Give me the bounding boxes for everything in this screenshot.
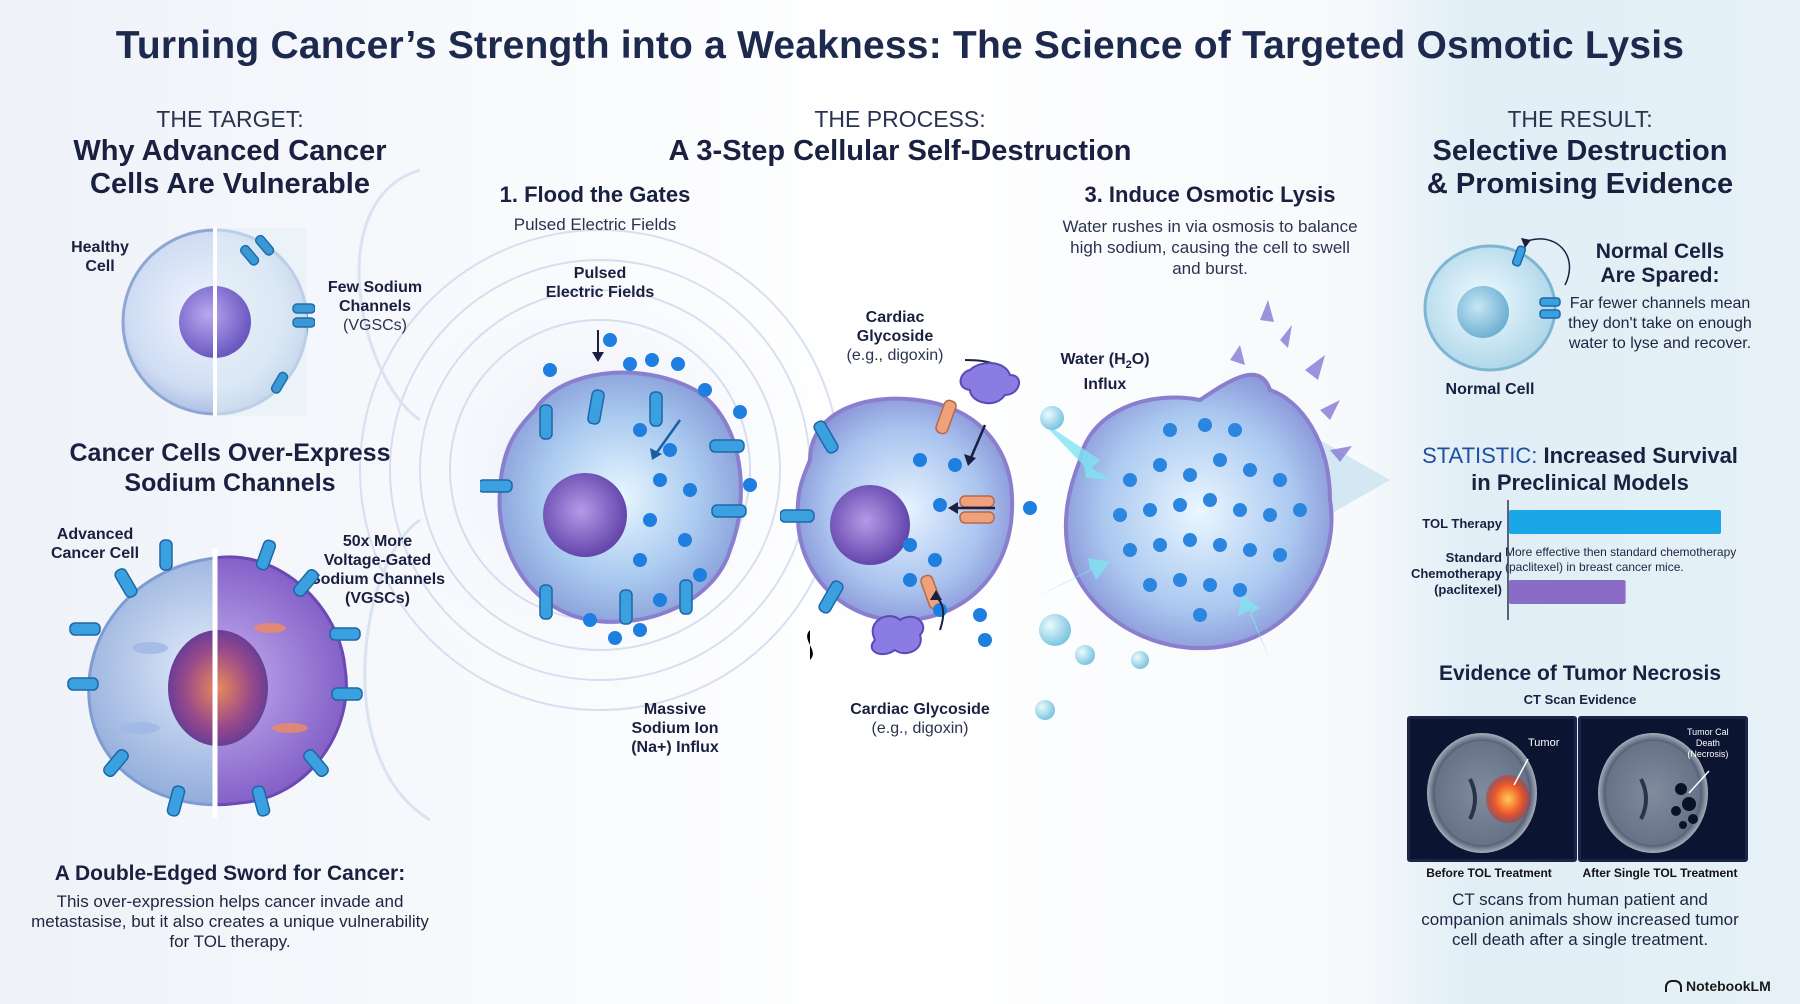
step1-cell-diagram xyxy=(480,330,757,645)
normal-spared-body: Far fewer channels mean they don't take … xyxy=(1568,295,1752,352)
water-label-a: Water (H xyxy=(1060,351,1126,368)
glyco-top-sub: (e.g., digoxin) xyxy=(846,347,944,364)
water-label-subscript: 2 xyxy=(1125,359,1132,372)
ct-death-label: Tumor Cal Death (Necrosis) xyxy=(1687,727,1729,759)
result-kicker: THE RESULT: xyxy=(1507,106,1653,132)
target-kicker: THE TARGET: xyxy=(156,106,304,132)
cancer-cell-diagram xyxy=(67,539,363,818)
sword-heading: A Double-Edged Sword for Cancer: xyxy=(54,862,406,885)
glyco-bottom-callout: Cardiac Glycoside (e.g., digoxin) xyxy=(830,700,1010,738)
page-title: Turning Cancer’s Strength into a Weaknes… xyxy=(115,24,1685,67)
normal-cell-label: Normal Cell xyxy=(1445,381,1535,398)
normal-spared-heading: Normal Cells Are Spared: xyxy=(1560,240,1760,288)
few-channels-sub: (VGSCs) xyxy=(343,317,407,334)
few-channels-label: Few Sodium Channels xyxy=(327,279,423,315)
target-heading-line2: Cells Are Vulnerable xyxy=(90,168,370,200)
ct-after-scan xyxy=(1598,733,1710,853)
more-channels-label: 50x More Voltage-Gated Sodium Channels (… xyxy=(309,533,446,607)
influx-label: Massive Sodium Ion (Na+) Influx xyxy=(631,701,719,756)
stat-prefix: STATISTIC: xyxy=(1422,443,1538,468)
necrosis-heading: Evidence of Tumor Necrosis xyxy=(1438,662,1722,685)
few-channels-callout: Few Sodium Channels (VGSCs) xyxy=(300,278,450,335)
glyco-bottom-sub: (e.g., digoxin) xyxy=(871,720,969,737)
brand-label: NotebookLM xyxy=(1686,978,1771,994)
stat-line2: in Preclinical Models xyxy=(1471,470,1689,495)
process-heading: A 3-Step Cellular Self-Destruction xyxy=(668,135,1132,167)
statistic-heading: STATISTIC: Increased Survival in Preclin… xyxy=(1400,442,1760,496)
target-heading-line1: Why Advanced Cancer xyxy=(73,135,387,167)
bar-note: More effective then standard chemotherap… xyxy=(1505,545,1737,574)
brand: NotebookLM xyxy=(1665,978,1771,994)
bar-label-tol-therapy: TOL Therapy xyxy=(1422,516,1502,531)
overexpress-line2: Sodium Channels xyxy=(124,469,336,497)
water-label-c: Influx xyxy=(1083,376,1127,394)
ct-tumor-label: Tumor xyxy=(1528,737,1560,749)
ct-before-scan xyxy=(1427,733,1537,853)
glyco-bottom-label: Cardiac Glycoside xyxy=(850,701,990,718)
ct-before-caption: Before TOL Treatment xyxy=(1426,866,1552,880)
overexpress-heading: Cancer Cells Over-Express Sodium Channel… xyxy=(40,438,420,498)
ct-before-image: Tumor xyxy=(1407,716,1577,862)
notebooklm-logo-icon xyxy=(1665,980,1682,992)
overexpress-line1: Cancer Cells Over-Express xyxy=(69,439,391,467)
healthy-cell-diagram xyxy=(121,228,315,416)
normal-spared-line2: Are Spared: xyxy=(1600,264,1720,287)
healthy-cell-label: Healthy Cell xyxy=(71,239,129,275)
result-heading-line2: & Promising Evidence xyxy=(1426,168,1734,200)
step1-sub: Pulsed Electric Fields xyxy=(513,215,677,234)
bar-tol-therapy xyxy=(1509,510,1721,534)
normal-spared-line1: Normal Cells xyxy=(1595,240,1725,263)
ct-heading: CT Scan Evidence xyxy=(1523,692,1637,707)
glyco-top-label: Cardiac Glycoside xyxy=(856,309,934,345)
ct-after-image: Tumor Cal Death (Necrosis) xyxy=(1578,716,1748,862)
step1-title: 1. Flood the Gates xyxy=(499,182,691,207)
ct-after-caption: After Single TOL Treatment xyxy=(1582,866,1738,880)
sword-callout: A Double-Edged Sword for Cancer: This ov… xyxy=(30,862,430,952)
step3-title: 3. Induce Osmotic Lysis xyxy=(1084,182,1336,207)
step2-cell-diagram xyxy=(780,359,1037,660)
pef-label: Pulsed Electric Fields xyxy=(545,265,655,301)
advanced-cancer-label: Advanced Cancer Cell xyxy=(50,526,140,562)
process-kicker: THE PROCESS: xyxy=(814,106,986,132)
result-heading: Selective Destruction & Promising Eviden… xyxy=(1380,135,1780,201)
step3-header: 3. Induce Osmotic Lysis Water rushes in … xyxy=(1060,182,1360,279)
normal-cell-diagram xyxy=(1423,238,1571,372)
ct-body: CT scans from human patient and companio… xyxy=(1421,890,1739,949)
sword-body: This over-expression helps cancer invade… xyxy=(31,892,429,951)
target-heading: Why Advanced Cancer Cells Are Vulnerable xyxy=(40,135,420,201)
glyco-top-callout: Cardiac Glycoside (e.g., digoxin) xyxy=(820,308,970,365)
water-influx-label: Water (H2O) Influx xyxy=(1040,350,1170,394)
normal-spared-callout: Normal Cells Are Spared: Far fewer chann… xyxy=(1560,240,1760,354)
bar-standard-chemotherapy xyxy=(1509,580,1626,604)
step3-sub: Water rushes in via osmosis to balance h… xyxy=(1062,217,1358,278)
result-heading-line1: Selective Destruction xyxy=(1432,135,1728,167)
step3-lysis-diagram xyxy=(1030,300,1352,720)
step1-header: 1. Flood the Gates Pulsed Electric Field… xyxy=(470,182,720,235)
stat-line1: Increased Survival xyxy=(1537,443,1738,468)
water-label-b: O) xyxy=(1131,351,1150,368)
